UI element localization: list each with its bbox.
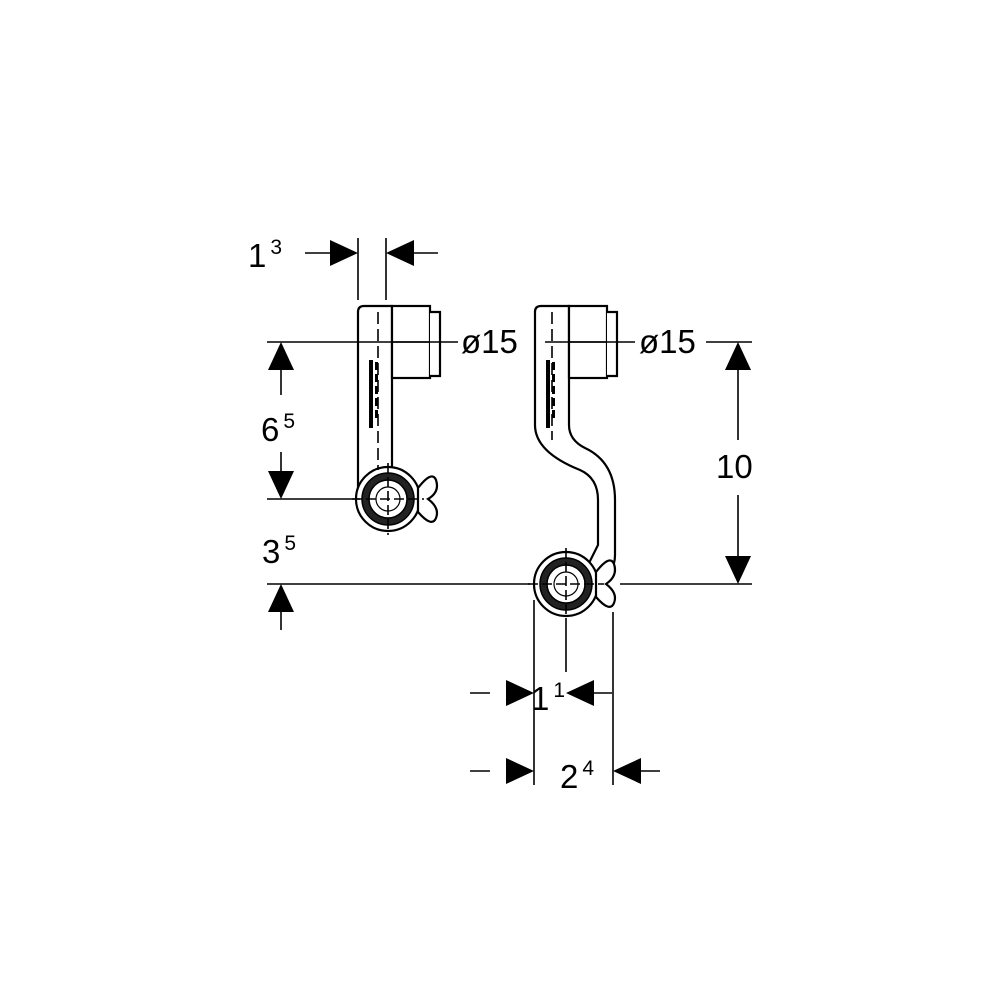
dim-bottom-inner: 1 1 (531, 679, 565, 717)
dim-right-height: 10 (716, 448, 753, 485)
right-fitting (528, 304, 619, 620)
left-mounting-ear (416, 475, 439, 523)
dim-right-diameter: ø15 (639, 323, 696, 360)
dim-bottom-outer: 2 4 (560, 757, 594, 795)
left-fitting (352, 304, 442, 535)
left-fitting-nut-cap (430, 310, 442, 378)
right-fitting-nut-cap (607, 310, 619, 378)
right-pipe-lettering (546, 360, 555, 428)
dimension-lines (267, 238, 752, 785)
dim-left-diameter: ø15 (461, 323, 518, 360)
right-mounting-ear (594, 559, 617, 608)
left-pipe-lettering (369, 360, 378, 428)
dim-left-offset: 3 5 (262, 532, 296, 570)
dim-top-width: 1 3 (248, 236, 282, 274)
dim-left-height: 6 5 (261, 410, 295, 448)
dimension-labels: 1 3 6 5 3 5 10 ø15 ø15 1 1 2 4 (248, 236, 753, 795)
